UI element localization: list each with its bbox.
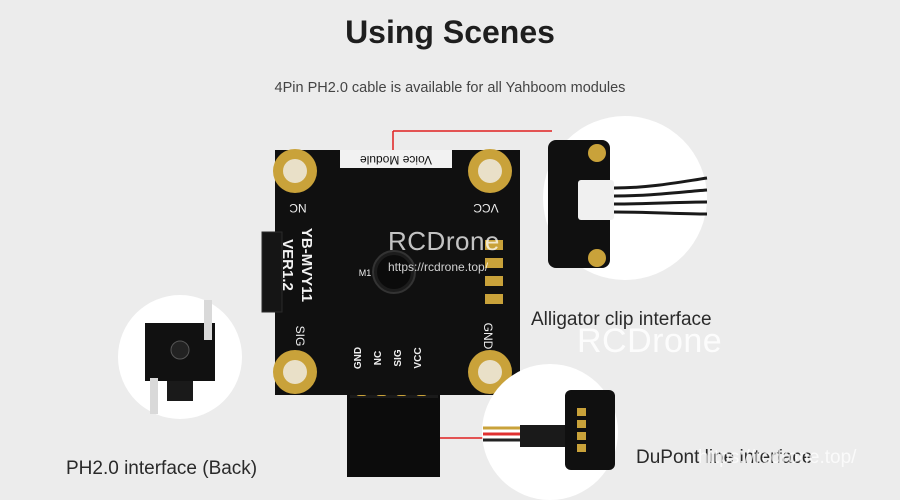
corner-pads bbox=[273, 149, 512, 394]
edge-contacts bbox=[485, 240, 503, 304]
label-dupont: DuPont line interface bbox=[636, 447, 813, 468]
side-socket bbox=[261, 231, 283, 313]
board-model: YB-MVY11 bbox=[298, 228, 315, 302]
watermark-brand-board: RCDrone bbox=[388, 226, 500, 256]
inset-alligator-clip bbox=[543, 116, 708, 280]
board-corner-nc: NC bbox=[289, 201, 307, 215]
label-ph20-back: PH2.0 interface (Back) bbox=[66, 458, 258, 479]
board-corner-gnd: GND bbox=[481, 323, 495, 350]
board-version: VER1.2 bbox=[279, 239, 296, 291]
board-pin-nc: NC bbox=[373, 351, 384, 365]
board-mic-label: M1 bbox=[359, 268, 372, 278]
watermark-brand: RCDrone bbox=[577, 322, 723, 360]
page-title: Using Scenes bbox=[345, 14, 555, 50]
female-header bbox=[347, 395, 440, 477]
board-pin-sig: SIG bbox=[393, 349, 404, 366]
board-corner-vcc: VCC bbox=[473, 201, 499, 215]
page-subtitle: 4Pin PH2.0 cable is available for all Ya… bbox=[274, 80, 626, 96]
board-pin-gnd: GND bbox=[353, 347, 364, 369]
module-name-box bbox=[340, 150, 452, 168]
label-alligator-clip: Alligator clip interface bbox=[531, 309, 712, 330]
board-corner-sig: SIG bbox=[293, 326, 307, 347]
board-pin-vcc: VCC bbox=[413, 347, 424, 368]
inset-dupont bbox=[482, 364, 618, 500]
board-module-name: Voice Module bbox=[360, 153, 432, 167]
inset-ph20-back bbox=[118, 295, 242, 419]
watermark-url-board: https://rcdrone.top/ bbox=[388, 260, 489, 274]
watermark-url: https://rcdrone.top/ bbox=[698, 447, 857, 468]
microphone-face bbox=[377, 255, 411, 289]
